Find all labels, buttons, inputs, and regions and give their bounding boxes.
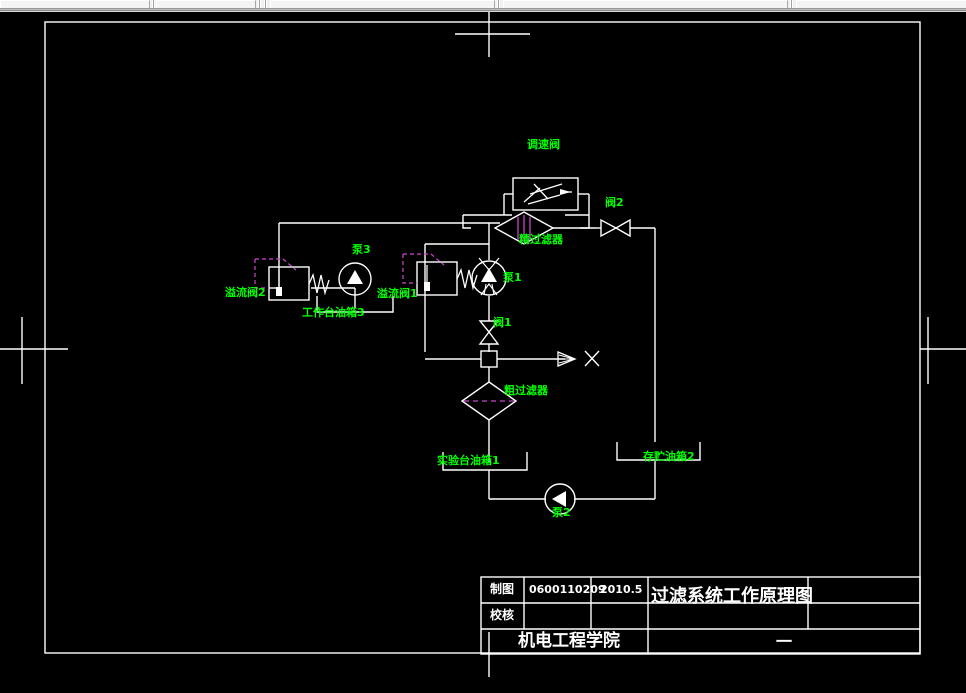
pump-2-symbol[interactable] bbox=[544, 483, 576, 515]
toolbar-grip-2[interactable] bbox=[258, 0, 261, 8]
rv1-body bbox=[416, 261, 458, 296]
schematic-svg bbox=[0, 12, 966, 677]
title-block-date: 2010.5 bbox=[600, 583, 643, 596]
cad-drawing-canvas[interactable]: 调速阀 精过滤器 阀2 溢流阀2 泵3 工作台油箱3 溢流阀1 泵1 阀1 粗过… bbox=[0, 12, 966, 693]
label-relief-valve-2: 溢流阀2 bbox=[225, 286, 266, 299]
rv2-arrow-head bbox=[276, 287, 282, 296]
label-pump-3: 泵3 bbox=[352, 243, 371, 256]
pump1-circle bbox=[471, 260, 507, 296]
fine-filter-diamond bbox=[493, 211, 555, 245]
coarse-filter-diamond bbox=[460, 381, 518, 421]
valve-1-symbol[interactable] bbox=[478, 320, 500, 345]
toolbar-grip-3[interactable] bbox=[264, 0, 267, 8]
rv1-pilot-line bbox=[402, 253, 445, 284]
label-test-bench-tank-1: 实验台油箱1 bbox=[437, 454, 500, 467]
flow-arrow-head bbox=[557, 351, 577, 367]
pipe-scv-bypass-r bbox=[580, 215, 590, 229]
label-pump-2: 泵2 bbox=[552, 506, 571, 519]
pump1-outlet-flare bbox=[480, 282, 498, 296]
sheet-border bbox=[44, 21, 921, 654]
pump1-inlet-flare bbox=[478, 257, 500, 271]
scv-body bbox=[512, 177, 579, 211]
speed-control-valve-symbol[interactable] bbox=[503, 177, 590, 215]
scv-arrow-head bbox=[560, 189, 571, 195]
toolbar-panel-1[interactable] bbox=[0, 0, 150, 8]
title-block-institute: 机电工程学院 bbox=[518, 631, 620, 651]
pump-1-symbol[interactable] bbox=[471, 257, 507, 296]
rv1-arrow-head bbox=[424, 282, 430, 291]
toolbar-panel-3[interactable] bbox=[270, 0, 495, 8]
valve1-upper-triangle bbox=[478, 320, 500, 334]
label-storage-tank-2: 存贮油箱2 bbox=[643, 450, 695, 463]
pump2-circle bbox=[544, 483, 576, 515]
rv2-body bbox=[268, 266, 310, 301]
toolbar-grip-4[interactable] bbox=[497, 0, 500, 8]
flow-arrow-symbol bbox=[557, 351, 577, 367]
toolbar-panel-2[interactable] bbox=[156, 0, 256, 8]
relief-valve-2-symbol[interactable] bbox=[254, 258, 330, 301]
label-worktable-tank-3: 工作台油箱3 bbox=[302, 306, 365, 319]
toolbar-bottom-shadow bbox=[0, 9, 966, 12]
title-block-drafter-id: 0600110209 bbox=[529, 583, 606, 596]
pump3-circle bbox=[338, 262, 372, 296]
toolbar-panel-5[interactable] bbox=[796, 0, 966, 8]
fine-filter-symbol[interactable] bbox=[493, 211, 555, 245]
title-block-drafter-label: 制图 bbox=[490, 582, 515, 596]
scv-needle-b bbox=[533, 183, 549, 200]
valve1-lower-triangle bbox=[478, 330, 500, 345]
title-block-sheet-number: 一 bbox=[776, 632, 793, 651]
flow-arrow-fill-c bbox=[558, 358, 575, 364]
blocked-port-x-icon bbox=[584, 350, 600, 367]
rv2-pilot-line bbox=[254, 258, 297, 289]
title-block-grid bbox=[480, 576, 921, 655]
scv-flow-b bbox=[527, 194, 561, 205]
scv-flow-a bbox=[529, 183, 563, 195]
label-fine-filter: 精过滤器 bbox=[519, 233, 563, 246]
coarse-filter-symbol[interactable] bbox=[460, 381, 518, 421]
rv2-spring bbox=[308, 272, 330, 296]
toolbar-strip[interactable] bbox=[0, 0, 966, 9]
pump1-vane-b bbox=[491, 283, 495, 296]
valve2-right-triangle bbox=[614, 218, 631, 238]
scv-needle-a bbox=[523, 187, 541, 203]
label-relief-valve-1: 溢流阀1 bbox=[377, 287, 418, 300]
valve2-left-triangle bbox=[600, 218, 618, 238]
toolbar-panel-4[interactable] bbox=[503, 0, 788, 8]
toolbar-grip-1[interactable] bbox=[152, 0, 155, 8]
title-block-checker-label: 校核 bbox=[490, 608, 515, 622]
pump-3-symbol[interactable] bbox=[338, 262, 372, 296]
label-pump-1: 泵1 bbox=[503, 271, 522, 284]
valve-2-symbol[interactable] bbox=[600, 218, 631, 238]
tank1-outline bbox=[442, 452, 528, 471]
pipe-scv-bypass-l bbox=[462, 215, 471, 229]
toolbar-grip-5[interactable] bbox=[790, 0, 793, 8]
pump1-triangle bbox=[481, 268, 497, 282]
junction-box bbox=[480, 350, 498, 368]
label-valve-2: 阀2 bbox=[605, 196, 624, 209]
fine-filter-element bbox=[517, 215, 531, 242]
flow-arrow-fill-a bbox=[558, 354, 575, 360]
label-speed-control-valve: 调速阀 bbox=[527, 138, 560, 151]
tank2-outline bbox=[616, 442, 701, 461]
pump3-triangle bbox=[347, 270, 363, 284]
tank3-outline bbox=[316, 296, 394, 313]
pump1-vane-a bbox=[483, 283, 487, 296]
pump2-triangle bbox=[552, 491, 566, 507]
label-coarse-filter: 粗过滤器 bbox=[504, 384, 548, 397]
label-valve-1: 阀1 bbox=[493, 316, 512, 329]
title-block-drawing-title: 过滤系统工作原理图 bbox=[651, 586, 813, 607]
